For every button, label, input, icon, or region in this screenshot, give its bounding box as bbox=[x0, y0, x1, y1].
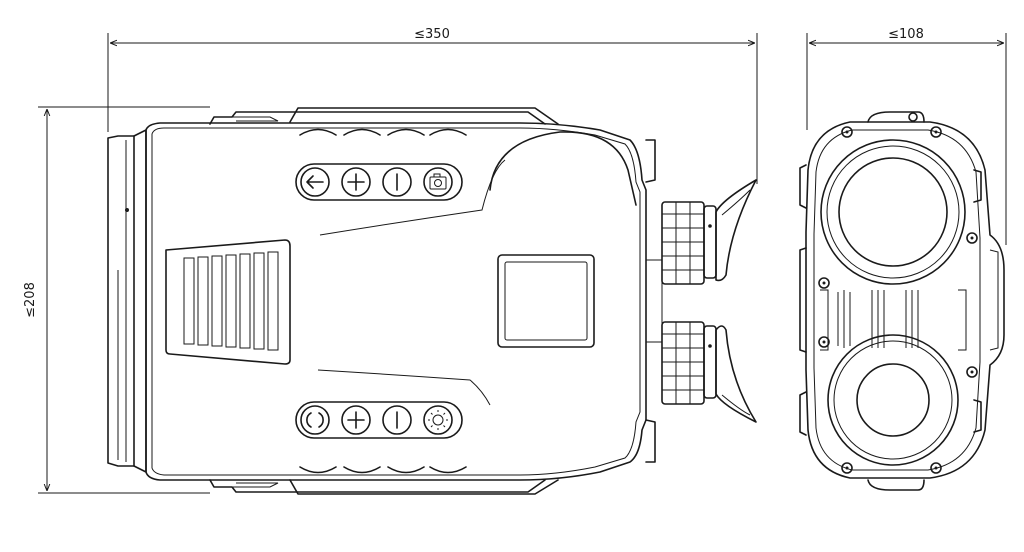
front-lens-housing bbox=[107, 129, 147, 473]
camera-button[interactable] bbox=[423, 167, 453, 197]
plus-button-top[interactable] bbox=[341, 167, 371, 197]
top-cap bbox=[867, 111, 925, 123]
body-contours bbox=[317, 159, 506, 406]
bottom-rail bbox=[209, 466, 559, 495]
dimension-depth-label: ≤108 bbox=[888, 27, 924, 42]
vent-grille bbox=[165, 239, 291, 365]
front-vents bbox=[820, 289, 967, 351]
dimension-depth: ≤108 bbox=[806, 27, 1007, 245]
screws bbox=[818, 112, 978, 474]
side-view bbox=[107, 107, 757, 495]
plus-icon bbox=[347, 411, 365, 429]
dimension-length-label: ≤350 bbox=[414, 27, 450, 42]
top-button-panel bbox=[295, 163, 463, 201]
lower-eyecup bbox=[715, 325, 757, 423]
dimension-height: ≤208 bbox=[23, 106, 210, 494]
lower-lens bbox=[827, 334, 959, 466]
dimension-length: ≤350 bbox=[107, 27, 758, 184]
main-body bbox=[145, 122, 663, 481]
dimension-height-label: ≤208 bbox=[23, 282, 38, 318]
brightness-icon bbox=[428, 410, 448, 430]
bottom-cap bbox=[867, 479, 925, 491]
label-plate bbox=[497, 254, 595, 348]
cycle-icon bbox=[306, 412, 324, 428]
bottom-button-panel bbox=[295, 401, 463, 439]
power-button-top[interactable] bbox=[382, 167, 412, 197]
lower-focus-knob[interactable] bbox=[661, 321, 717, 405]
brightness-button[interactable] bbox=[423, 405, 453, 435]
back-button[interactable] bbox=[300, 167, 330, 197]
upper-eyecup bbox=[715, 179, 757, 282]
top-rail bbox=[209, 107, 559, 136]
plus-icon bbox=[347, 173, 365, 191]
upper-focus-knob[interactable] bbox=[661, 201, 717, 285]
cycle-button[interactable] bbox=[300, 405, 330, 435]
upper-lens bbox=[820, 139, 966, 285]
front-body-outline bbox=[805, 121, 1005, 479]
plus-button-bottom[interactable] bbox=[341, 405, 371, 435]
camera-icon bbox=[429, 173, 447, 190]
power-button-bottom[interactable] bbox=[382, 405, 412, 435]
front-view bbox=[799, 111, 1005, 491]
back-arrow-icon bbox=[306, 175, 324, 189]
